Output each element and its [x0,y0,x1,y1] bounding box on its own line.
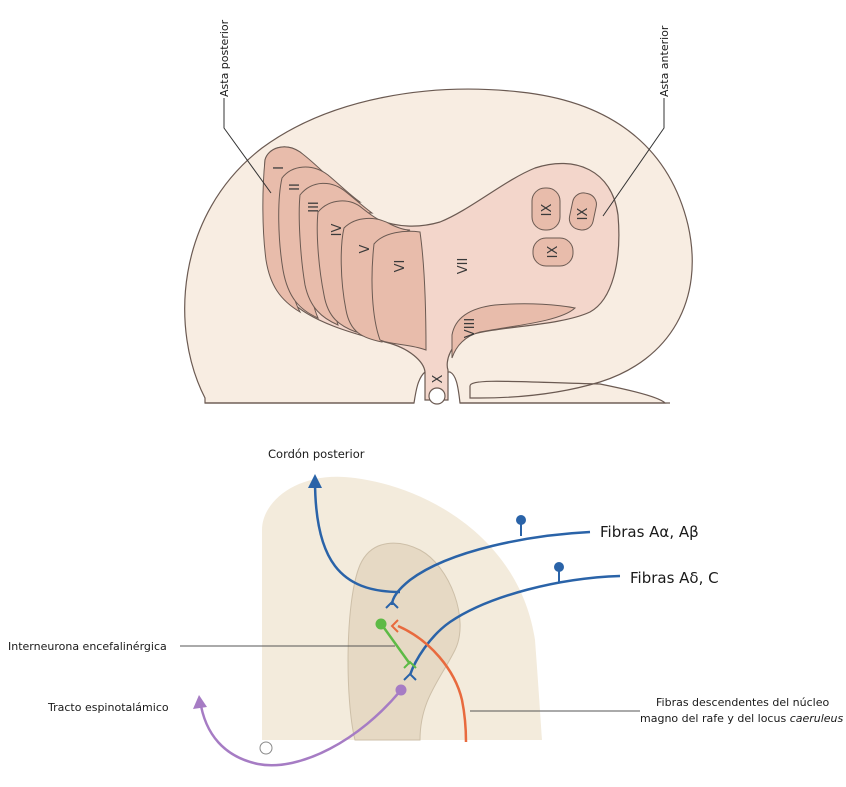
descending-fibers-label-line2: magno del rafe y del locus caeruleus [640,712,844,725]
fibers-a-alpha-beta-label: Fibras Aα, Aβ [600,523,699,541]
lamina-label-1: I [272,166,287,170]
lamina-label-9c: IX [546,246,561,259]
interneuron-label: Interneurona encefalinérgica [8,640,167,653]
lamina-label-3: III [307,201,322,213]
descending-label-italic: caeruleus [790,712,844,725]
dorsal-horn-circuit: Cordón posterior Fibras Aα, Aβ Fibras Aδ… [8,447,844,765]
anterior-horn-label: Asta anterior [658,25,671,97]
small-canal [260,742,272,754]
spinal-cord-cross-section: I II III IV V VI VII VIII IX IX IX X Ast… [185,19,693,404]
interneuron-soma [376,619,387,630]
lamina-label-9b: IX [576,208,591,221]
lamina-label-9a: IX [540,204,555,217]
lamina-label-5: V [358,244,373,253]
descending-fibers-label-line1: Fibras descendentes del núcleo [656,696,829,709]
lamina-label-6: VI [393,260,408,273]
lamina-6 [372,231,426,350]
central-canal [429,388,445,404]
posterior-horn-label: Asta posterior [218,19,231,97]
lamina-label-2: II [288,183,303,191]
spinothalamic-label: Tracto espinotalámico [47,701,169,714]
fibers-a-delta-c-label: Fibras Aδ, C [630,569,719,587]
descending-label-prefix: magno del rafe y del locus [640,712,790,725]
lamina-label-10: X [431,374,446,383]
lamina-label-7: VII [456,258,471,275]
posterior-column-label: Cordón posterior [268,447,365,461]
lamina-label-4: IV [330,224,345,237]
a-delta-c-soma [554,562,564,572]
spinothalamic-arrowhead [193,695,207,709]
lamina-label-8: VIII [463,318,478,338]
a-alpha-beta-soma [516,515,526,525]
spinothalamic-soma [396,685,407,696]
